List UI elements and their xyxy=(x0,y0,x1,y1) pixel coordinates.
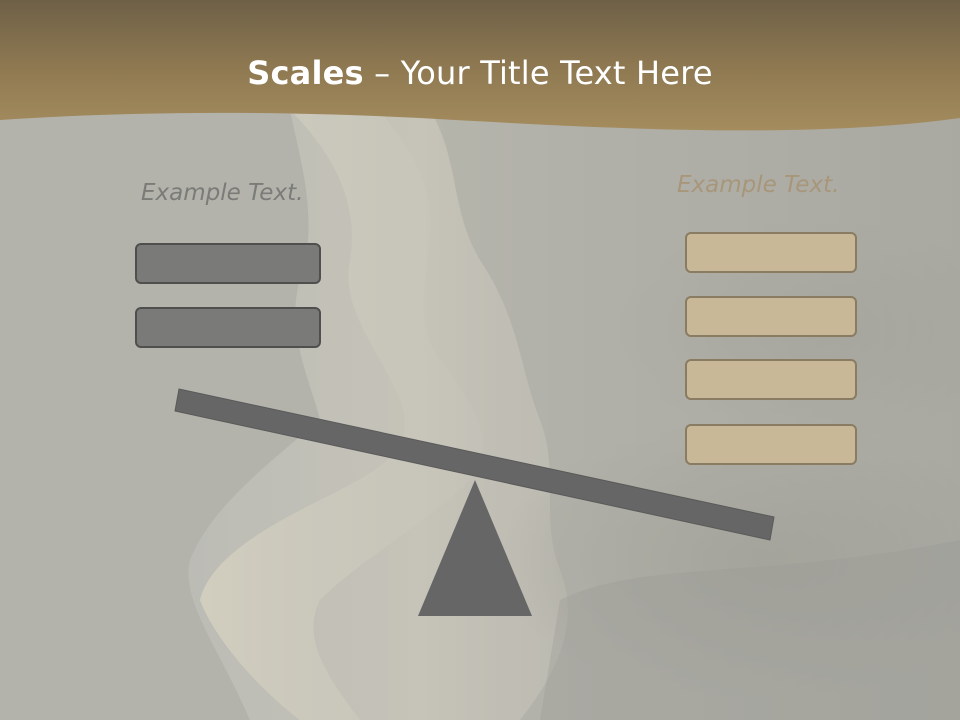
right-text-box-3[interactable] xyxy=(685,359,857,400)
scale-fulcrum xyxy=(418,480,532,616)
slide-title: Scales – Your Title Text Here xyxy=(0,54,960,92)
right-example-label: Example Text. xyxy=(677,172,840,198)
right-text-box-1[interactable] xyxy=(685,232,857,273)
right-text-box-4[interactable] xyxy=(685,424,857,465)
title-keyword: Scales xyxy=(247,54,364,92)
left-example-label: Example Text. xyxy=(141,180,304,206)
header-band xyxy=(0,0,960,131)
left-text-box-1[interactable] xyxy=(135,243,321,284)
left-text-box-2[interactable] xyxy=(135,307,321,348)
scale-beam xyxy=(174,388,775,541)
title-text: – Your Title Text Here xyxy=(363,54,713,92)
right-text-box-2[interactable] xyxy=(685,296,857,337)
